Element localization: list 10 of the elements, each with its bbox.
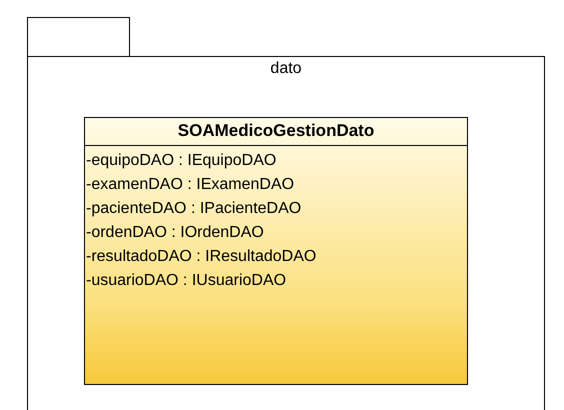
attribute: -ordenDAO : IOrdenDAO xyxy=(85,223,265,243)
class-name: SOAMedicoGestionDato xyxy=(85,118,467,146)
attribute: -resultadoDAO : IResultadoDAO xyxy=(85,247,318,267)
attribute: -usuarioDAO : IUsuarioDAO xyxy=(85,271,288,291)
package-name: dato xyxy=(269,60,303,78)
package-frame xyxy=(27,17,545,410)
attribute: -pacienteDAO : IPacienteDAO xyxy=(85,199,302,219)
attribute: -equipoDAO : IEquipoDAO xyxy=(85,151,278,171)
class-box xyxy=(84,117,468,385)
attribute: -examenDAO : IExamenDAO xyxy=(85,175,296,195)
